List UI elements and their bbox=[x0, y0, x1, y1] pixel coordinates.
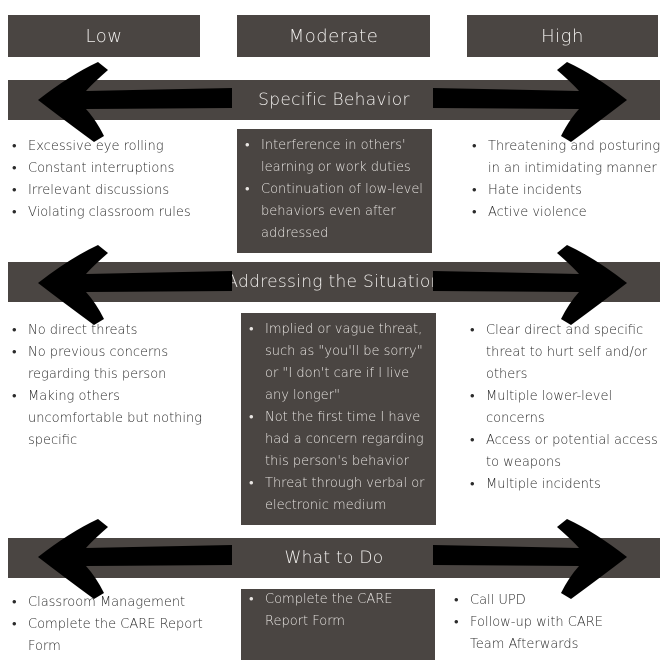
list-item: Access or potential access to weapons bbox=[466, 430, 661, 474]
list-item: Interference in others' learning or work… bbox=[241, 135, 428, 179]
list-item: Threat through verbal or electronic medi… bbox=[245, 473, 432, 517]
list-item: Follow-up with CARE Team Afterwards bbox=[450, 612, 630, 656]
level-high-header: High bbox=[467, 15, 658, 57]
high-list-specific-behavior: Threatening and posturing in an intimida… bbox=[468, 136, 663, 224]
list-item: Making others uncomfortable but nothing … bbox=[8, 386, 208, 452]
high-list-addressing-situation: Clear direct and specific threat to hurt… bbox=[466, 320, 661, 496]
list-item: No direct threats bbox=[8, 320, 208, 342]
list-item: Hate incidents bbox=[468, 180, 663, 202]
level-moderate-header: Moderate bbox=[237, 15, 430, 57]
moderate-box-addressing-situation: Implied or vague threat, such as "you'll… bbox=[241, 313, 436, 525]
list-item: Clear direct and specific threat to hurt… bbox=[466, 320, 661, 386]
list-item: Threatening and posturing in an intimida… bbox=[468, 136, 663, 180]
list-item: Irrelevant discussions bbox=[8, 180, 228, 202]
low-list-specific-behavior: Excessive eye rolling Constant interrupt… bbox=[8, 136, 228, 224]
moderate-box-specific-behavior: Interference in others' learning or work… bbox=[237, 129, 432, 253]
section-title-addressing-situation: Addressing the Situation bbox=[8, 262, 660, 302]
section-title-what-to-do: What to Do bbox=[8, 538, 660, 578]
list-item: Complete the CARE Report Form bbox=[245, 589, 431, 633]
list-item: Multiple incidents bbox=[466, 474, 661, 496]
list-item: Classroom Management bbox=[8, 592, 208, 614]
low-list-what-to-do: Classroom Management Complete the CARE R… bbox=[8, 592, 208, 658]
moderate-box-what-to-do: Complete the CARE Report Form bbox=[241, 589, 435, 660]
high-list-what-to-do: Call UPD Follow-up with CARE Team Afterw… bbox=[450, 590, 630, 656]
section-title-specific-behavior: Specific Behavior bbox=[8, 80, 660, 120]
list-item: Complete the CARE Report Form bbox=[8, 614, 208, 658]
low-list-addressing-situation: No direct threats No previous concerns r… bbox=[8, 320, 208, 452]
list-item: Violating classroom rules bbox=[8, 202, 228, 224]
list-item: Excessive eye rolling bbox=[8, 136, 228, 158]
list-item: Active violence bbox=[468, 202, 663, 224]
list-item: Constant interruptions bbox=[8, 158, 228, 180]
list-item: Multiple lower-level concerns bbox=[466, 386, 661, 430]
list-item: Continuation of low-level behaviors even… bbox=[241, 179, 428, 245]
list-item: Implied or vague threat, such as "you'll… bbox=[245, 319, 432, 407]
list-item: Call UPD bbox=[450, 590, 630, 612]
list-item: No previous concerns regarding this pers… bbox=[8, 342, 208, 386]
list-item: Not the first time I have had a concern … bbox=[245, 407, 432, 473]
level-low-header: Low bbox=[8, 15, 200, 57]
